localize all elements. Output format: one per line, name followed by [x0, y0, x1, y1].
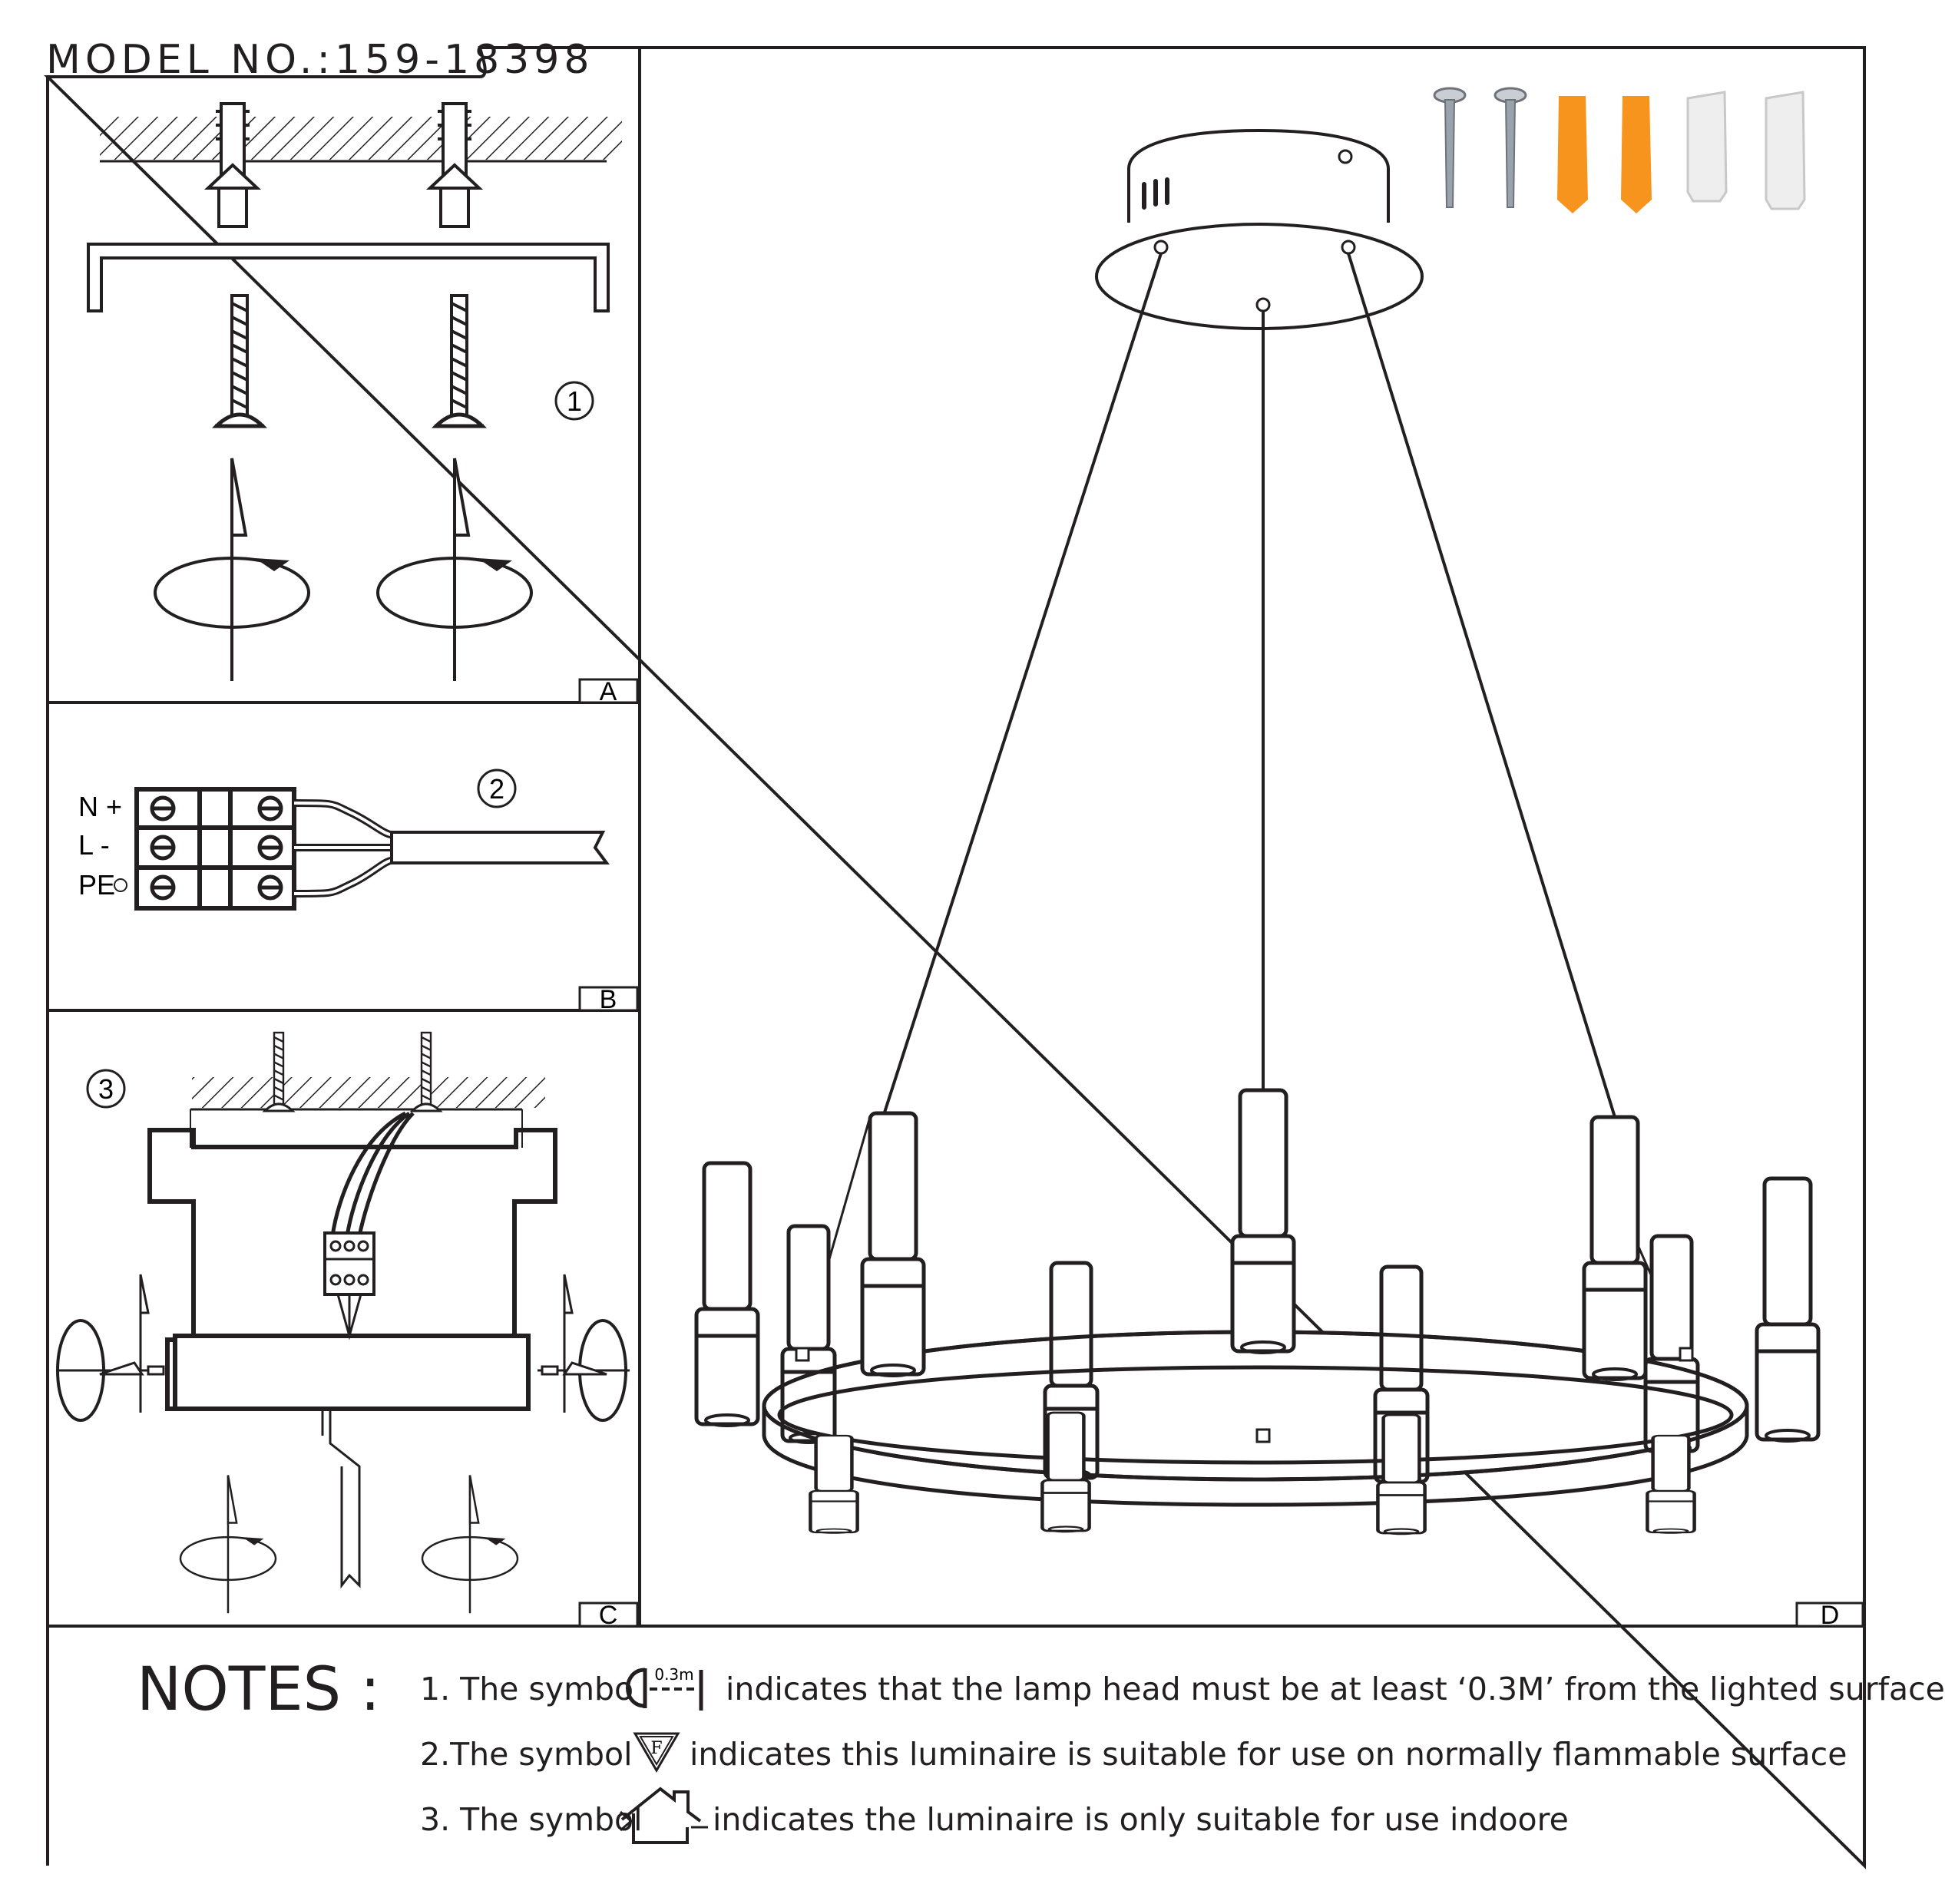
screw-icon — [435, 296, 484, 426]
rotation-arrow-icon — [421, 1474, 519, 1615]
step-number: 1 — [567, 385, 582, 417]
page-frame — [44, 46, 1866, 1869]
notes-title: NOTES : — [137, 1655, 381, 1724]
rotation-arrow-icon — [562, 1274, 627, 1422]
screw-icon — [1493, 87, 1527, 208]
terminal-label-n: N + — [78, 791, 122, 822]
indoor-house-icon — [620, 1787, 708, 1844]
screw-icon — [1433, 87, 1467, 208]
flammable-symbol-label: F — [650, 1739, 662, 1758]
wall-anchor-icon — [203, 102, 262, 228]
note-2-text: indicates this luminaire is suitable for… — [690, 1736, 1847, 1773]
panel-letter: A — [600, 677, 617, 706]
wall-anchor-icon — [1557, 96, 1588, 213]
terminal-label-l: L - — [78, 829, 110, 861]
panel-c-illustration — [56, 1031, 639, 1628]
terminal-block-icon — [114, 769, 639, 1012]
note-1-text: indicates that the lamp head must be at … — [726, 1671, 1945, 1707]
wire-connector-icon — [1686, 91, 1728, 203]
panel-letter: B — [600, 985, 617, 1014]
rotation-arrow-icon — [376, 457, 533, 683]
distance-symbol-icon — [626, 1668, 703, 1711]
wall-anchor-icon — [1621, 96, 1652, 213]
wall-anchor-icon — [425, 102, 484, 228]
rotation-arrow-icon — [56, 1274, 150, 1422]
distance-symbol-label: 0.3m — [654, 1665, 693, 1684]
panel-a-illustration — [87, 102, 639, 704]
assembly-diagram: 1 A N + L - PE 2 B — [44, 46, 1866, 1869]
terminal-label-pe: PE — [78, 869, 115, 901]
step-number: 3 — [98, 1073, 114, 1105]
screw-icon — [215, 296, 264, 426]
step-number: 2 — [489, 773, 504, 805]
hardware-kit — [1433, 87, 1806, 213]
rotation-arrow-icon — [179, 1474, 277, 1615]
panel-letter: C — [599, 1601, 618, 1630]
wire-connector-icon — [1765, 91, 1806, 210]
note-3-text: indicates the luminaire is only suitable… — [713, 1801, 1569, 1838]
panel-letter: D — [1821, 1601, 1840, 1630]
note-3-prefix: 3. The symbol — [420, 1801, 643, 1838]
flammable-surface-icon — [633, 1732, 680, 1773]
note-2-prefix: 2.The symbol — [420, 1736, 633, 1773]
rotation-arrow-icon — [154, 457, 310, 683]
note-1-prefix: 1. The symbo — [420, 1671, 634, 1707]
chandelier-illustration — [696, 87, 1864, 1628]
